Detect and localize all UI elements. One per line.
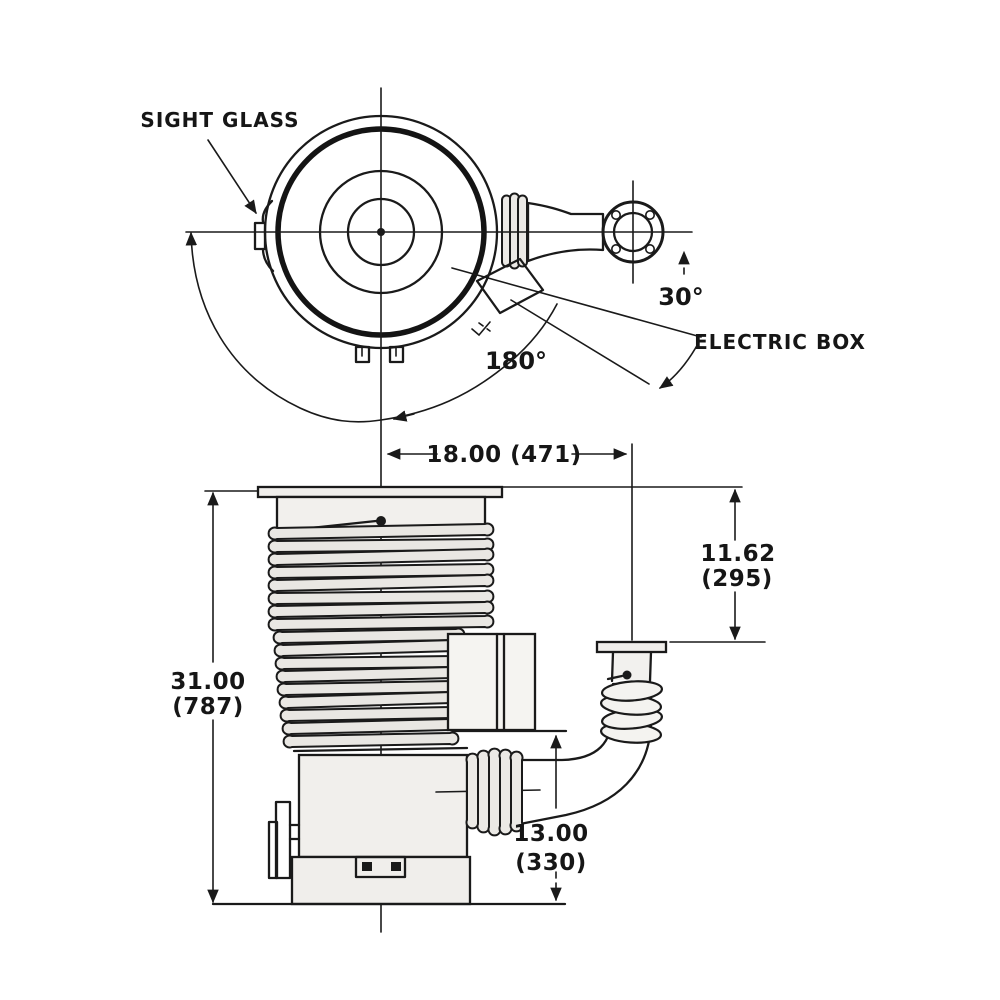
angle-leader-tick <box>471 321 491 337</box>
dim-height-mm: (787) <box>172 694 244 720</box>
body-junction-line <box>292 746 469 753</box>
nozzle-body <box>526 201 605 263</box>
side-port-nozzle <box>501 192 605 270</box>
bellows-lower <box>272 627 466 749</box>
dimension-hose-height: 13.00 (330) <box>513 734 588 902</box>
mounting-tabs <box>354 345 405 364</box>
top-view: SIGHT GLASS ELECTRIC BOX 30° 180° <box>140 87 866 933</box>
angle-ray-upper <box>451 267 702 338</box>
bolt-hole <box>644 210 655 221</box>
dim-hose-in: 13.00 <box>513 821 588 847</box>
angle-ray-lower <box>510 299 650 385</box>
bellows-upper <box>267 522 495 632</box>
bellows-lead-dot <box>376 516 386 526</box>
dim-drop-mm: (295) <box>701 566 773 592</box>
rotation-angle-annotation <box>451 250 702 389</box>
top-flange <box>256 485 504 499</box>
dim-port-offset-text: 18.00 (471) <box>426 442 581 468</box>
base-block <box>290 855 472 906</box>
bolt-hole <box>610 244 621 255</box>
rotated-port-phantom <box>475 257 545 315</box>
port-marker-dot <box>622 670 632 680</box>
phantom-dash <box>478 322 491 332</box>
sight-glass-leader <box>207 139 257 215</box>
sight-glass-port <box>253 199 275 273</box>
swing-arc-annotation <box>185 231 558 423</box>
label-angle-30: 30° <box>658 283 703 311</box>
port-neck-flange <box>595 640 668 683</box>
angle-arc <box>658 341 700 389</box>
label-sight-glass: SIGHT GLASS <box>140 108 299 132</box>
relief-valve-box <box>446 632 568 733</box>
port-bellows-rings <box>599 680 664 744</box>
left-side-port <box>267 800 301 880</box>
arc-mid-arrow <box>392 410 415 422</box>
dim-height-in: 31.00 <box>170 669 245 695</box>
left-port-cap <box>267 820 279 880</box>
bolt-hole <box>644 244 655 255</box>
bolt-hole <box>610 210 621 221</box>
label-electric-box: ELECTRIC BOX <box>694 330 866 354</box>
swing-arc <box>185 231 558 423</box>
base-bracket <box>354 855 407 879</box>
port-flange <box>595 640 668 654</box>
dimension-port-offset: 18.00 (471) <box>386 442 633 641</box>
dim-hose-mm: (330) <box>515 850 587 876</box>
valve-box <box>446 632 537 732</box>
dimension-port-drop: 11.62 (295) <box>501 486 775 643</box>
front-view <box>211 485 668 906</box>
sight-glass-plate <box>253 221 267 251</box>
label-angle-180: 180° <box>485 347 547 375</box>
dim-drop-in: 11.62 <box>700 541 775 567</box>
dimension-overall-height: 31.00 (787) <box>170 490 259 904</box>
hose-corrugations <box>465 747 524 837</box>
lower-body <box>297 753 469 859</box>
